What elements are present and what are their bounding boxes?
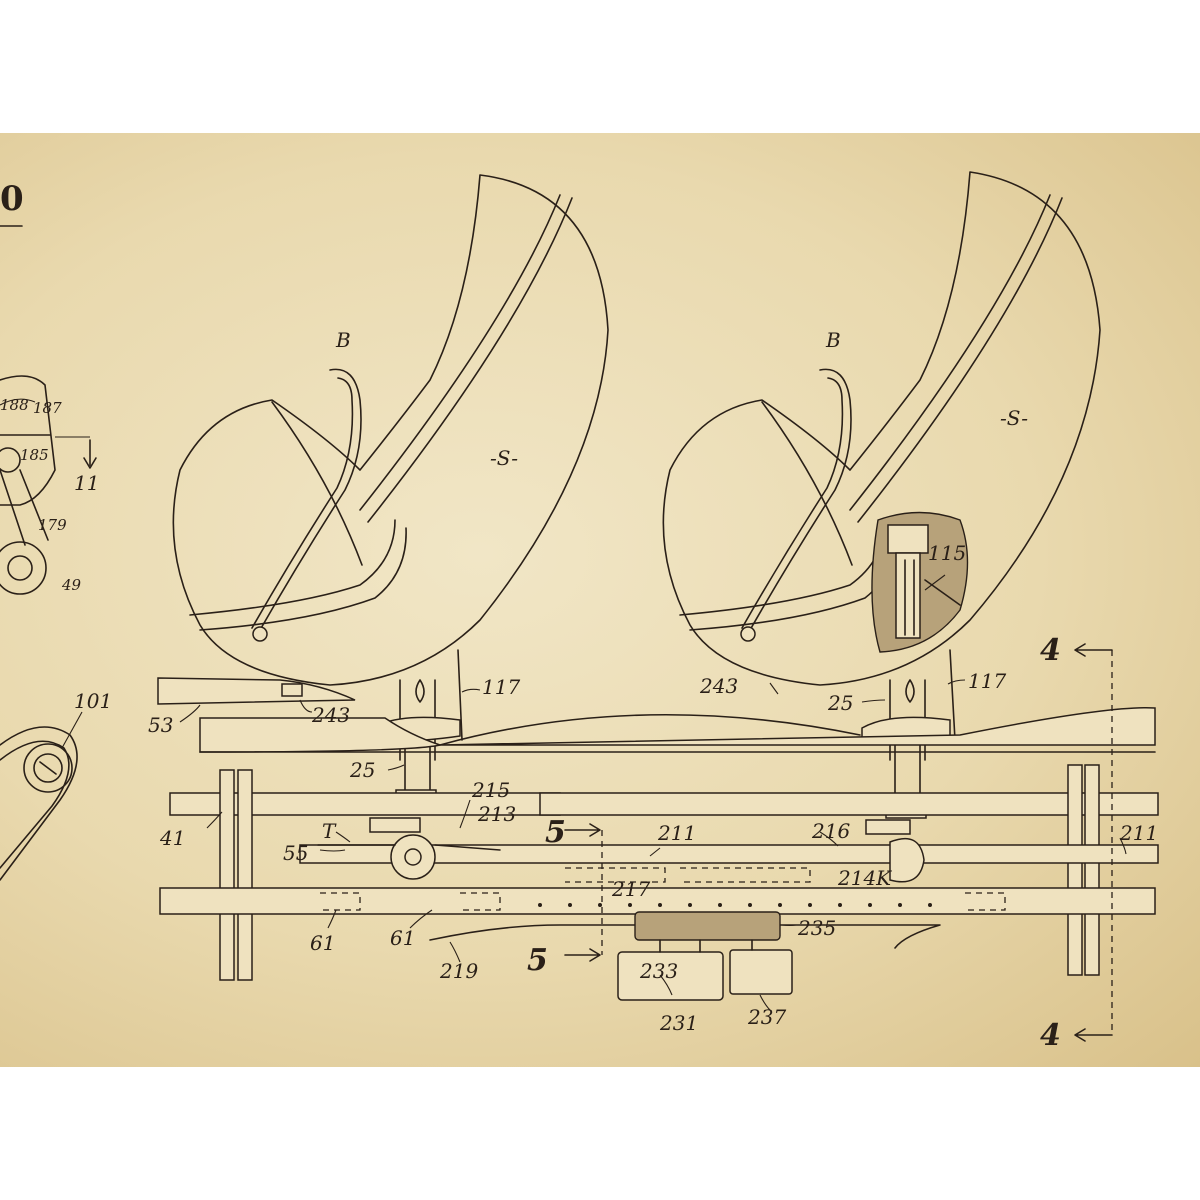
- label-235: 235: [797, 916, 836, 940]
- label-243-right: 243: [699, 674, 738, 698]
- label-187: 187: [33, 399, 62, 417]
- label-seat-right-B: B: [825, 328, 841, 352]
- label-25-left: 25: [349, 758, 375, 782]
- label-shell-left: -S-: [490, 446, 518, 470]
- label-216: 216: [811, 819, 850, 843]
- leader-lines: [179, 574, 1127, 1011]
- label-219: 219: [439, 959, 478, 983]
- label-41: 41: [159, 826, 185, 850]
- label-49: 49: [61, 576, 82, 594]
- label-233: 233: [639, 959, 678, 983]
- label-188: 188: [0, 396, 29, 414]
- label-217: 217: [611, 877, 650, 901]
- label-214K: 214K: [837, 866, 892, 890]
- label-53: 53: [148, 713, 173, 737]
- seat-assembly-drawing: 0 188 187 185 11 179 49 101: [0, 171, 1159, 1053]
- label-section-5-bottom: 5: [527, 943, 548, 978]
- label-25-right: 25: [827, 691, 853, 715]
- label-section-4-top: 4: [1040, 633, 1061, 668]
- label-117-right: 117: [968, 669, 1006, 693]
- patent-drawing-sheet: 0 188 187 185 11 179 49 101: [0, 133, 1200, 1067]
- label-section-5-top: 5: [545, 815, 566, 850]
- label-115: 115: [928, 541, 966, 565]
- section-lines: [564, 643, 1113, 1042]
- figure-number: 0: [0, 179, 24, 219]
- label-215: 215: [471, 778, 510, 802]
- label-61-left: 61: [310, 931, 335, 955]
- label-section-4-bottom: 4: [1040, 1018, 1061, 1053]
- rail-frame: [157, 677, 1159, 1001]
- label-179: 179: [38, 516, 67, 534]
- left-seat: [172, 174, 609, 809]
- pulley-detail-101: [0, 711, 83, 881]
- label-237: 237: [747, 1005, 786, 1029]
- label-117-left: 117: [482, 675, 520, 699]
- left-detail-fragment: [0, 375, 97, 595]
- label-211-right: 211: [1119, 821, 1158, 845]
- label-185: 185: [20, 446, 49, 464]
- label-231: 231: [659, 1011, 698, 1035]
- label-101: 101: [74, 689, 112, 713]
- label-55: 55: [283, 841, 308, 865]
- right-seat: [662, 171, 1101, 819]
- label-shell-right: -S-: [1000, 406, 1028, 430]
- perforations: [538, 903, 932, 907]
- label-11: 11: [74, 471, 99, 495]
- label-seat-left-B: B: [335, 328, 351, 352]
- label-T: T: [322, 819, 337, 843]
- label-61-right: 61: [390, 926, 415, 950]
- label-211-left: 211: [657, 821, 696, 845]
- label-213: 213: [477, 802, 516, 826]
- label-243-left: 243: [311, 703, 350, 727]
